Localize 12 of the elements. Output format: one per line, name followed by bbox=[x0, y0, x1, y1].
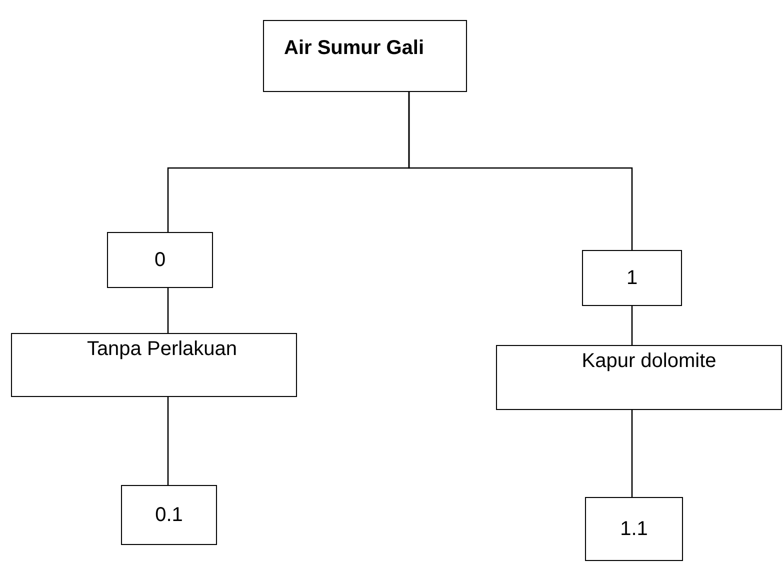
text-box: 1.1 bbox=[585, 497, 683, 561]
text-box: 0.1 bbox=[121, 485, 217, 545]
text-box: Air Sumur Gali bbox=[263, 20, 467, 92]
text-box: 1 bbox=[582, 250, 682, 306]
connector-line bbox=[408, 92, 633, 250]
text-box: Tanpa Perlakuan bbox=[11, 333, 297, 397]
connector-line bbox=[167, 288, 169, 333]
text-box: Kapur dolomite bbox=[496, 345, 782, 410]
text-box: 0 bbox=[107, 232, 213, 288]
connector-line bbox=[631, 410, 633, 497]
connector-line bbox=[167, 397, 169, 485]
connector-line bbox=[631, 306, 633, 345]
